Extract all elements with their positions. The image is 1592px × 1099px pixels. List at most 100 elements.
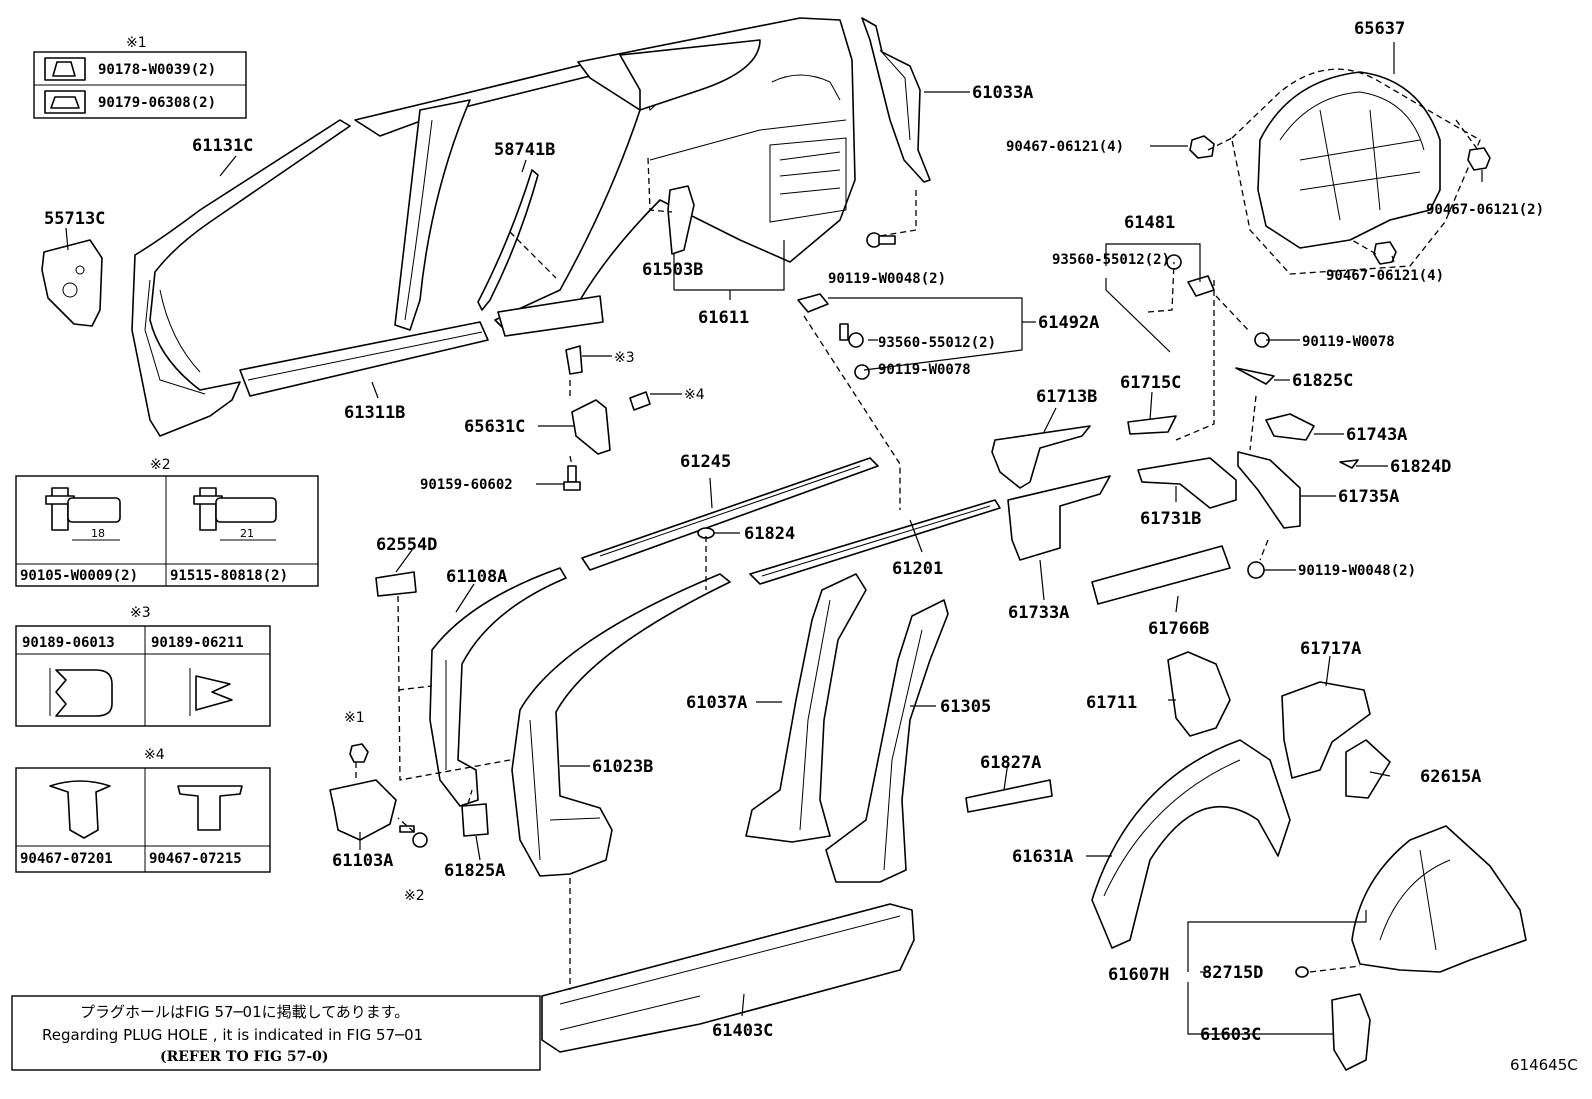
- label-61201: 61201: [892, 559, 943, 579]
- note-line-3: (REFER TO FIG 57-0): [160, 1049, 329, 1065]
- bolt-90119W0048-top: [866, 232, 896, 248]
- label-65637: 65637: [1354, 19, 1405, 39]
- legend-group-4: ※4 90467-07201 90467-07215: [15, 747, 271, 873]
- nut-icon: [44, 57, 86, 81]
- bolt-90119W0048-right: [1247, 561, 1265, 579]
- nut-flat-icon: [44, 90, 86, 114]
- label-61717A: 61717A: [1300, 639, 1361, 659]
- legend-2-dim-1: 18: [91, 527, 105, 540]
- label-65631C: 65631C: [464, 417, 525, 437]
- bolt-m2: [399, 825, 428, 848]
- pillar-outer-61108A: [429, 567, 567, 807]
- label-61715C: 61715C: [1120, 373, 1181, 393]
- push-clip-icon: [49, 780, 111, 839]
- label-90119W0078-right: 90119-W0078: [1302, 334, 1395, 350]
- legend-4-mark: ※4: [144, 747, 165, 763]
- legend-4-item-1: 90467-07201: [20, 851, 113, 867]
- nut-90467-right: [1467, 147, 1491, 171]
- label-61603C: 61603C: [1200, 1025, 1261, 1045]
- push-clip-t-icon: [177, 785, 243, 831]
- legend-3-mark: ※3: [130, 605, 151, 621]
- label-61311B: 61311B: [344, 403, 405, 423]
- bracket-61503B: [667, 185, 695, 255]
- label-90119W0078-mid: 90119-W0078: [878, 362, 971, 378]
- wheel-liner-65637: [1231, 68, 1481, 275]
- pillar-reinforcement-55713C: [41, 239, 103, 327]
- legend-group-2: ※2 18 21 90105-W0009(2) 91515-80818(2): [15, 457, 319, 587]
- label-61743A: 61743A: [1346, 425, 1407, 445]
- body-side-outer-panel: [131, 17, 856, 437]
- label-61305: 61305: [940, 697, 991, 717]
- label-61713B: 61713B: [1036, 387, 1097, 407]
- legend-2-dim-2: 21: [240, 527, 254, 540]
- rocker-inner-61403C: [541, 903, 915, 1053]
- bracket-61743A: [1265, 413, 1315, 441]
- roof-rail-61245: [581, 457, 879, 571]
- label-61245: 61245: [680, 452, 731, 472]
- bracket-61492A: [797, 293, 829, 313]
- legend-2-item-2: 91515-80818(2): [170, 568, 288, 584]
- label-93560-right: 93560-55012(2): [1052, 252, 1170, 268]
- figure-id: 614645C: [1510, 1056, 1578, 1074]
- pillar-inner-61023B: [511, 573, 731, 877]
- panel-61717A: [1281, 681, 1371, 779]
- patch-61824D: [1339, 459, 1359, 469]
- panel-61733A: [1007, 475, 1111, 561]
- label-61131C: 61131C: [192, 136, 253, 156]
- legend-1-item-2: 90179-06308(2): [98, 95, 216, 111]
- marker-m3: ※3: [614, 350, 635, 366]
- label-61403C: 61403C: [712, 1021, 773, 1041]
- legend-group-3: ※3 90189-06013 90189-06211: [15, 605, 271, 727]
- label-61827A: 61827A: [980, 753, 1041, 773]
- bracket-61481: [1187, 275, 1215, 297]
- label-61824: 61824: [744, 524, 795, 544]
- legend-2-mark: ※2: [150, 457, 171, 473]
- wheelhouse-outer-61631A: [1091, 739, 1291, 949]
- bracket-61711: [1167, 651, 1231, 737]
- label-61731B: 61731B: [1140, 509, 1201, 529]
- wheelhouse-inner-61607H: [1351, 825, 1527, 973]
- label-58741B: 58741B: [494, 140, 555, 160]
- legend-2-item-1: 90105-W0009(2): [20, 568, 138, 584]
- label-55713C: 55713C: [44, 209, 105, 229]
- nut-90467-left: [1189, 135, 1215, 159]
- leader-lines: [65, 42, 1483, 1035]
- pad-62554D: [375, 571, 417, 597]
- label-61825A: 61825A: [444, 861, 505, 881]
- label-61503B: 61503B: [642, 260, 703, 280]
- clip-m3: [565, 345, 583, 375]
- dashed-guides: [355, 119, 1479, 990]
- patch-61825C: [1235, 367, 1275, 385]
- label-61766B: 61766B: [1148, 619, 1209, 639]
- label-90159: 90159-60602: [420, 477, 513, 493]
- plug-hole-note: プラグホールはFIG 57─01に掲載してあります。 Regarding PLU…: [11, 995, 541, 1071]
- label-61103A: 61103A: [332, 851, 393, 871]
- label-62615A: 62615A: [1420, 767, 1481, 787]
- pad-61825A: [461, 803, 489, 837]
- label-61631A: 61631A: [1012, 847, 1073, 867]
- label-93560-mid: 93560-55012(2): [878, 335, 996, 351]
- label-61033A: 61033A: [972, 83, 1033, 103]
- nut-90467-bottom: [1373, 241, 1397, 265]
- plug-82715D: [1295, 966, 1309, 978]
- label-61825C: 61825C: [1292, 371, 1353, 391]
- label-82715D: 82715D: [1202, 963, 1263, 983]
- label-61711: 61711: [1086, 693, 1137, 713]
- bolt-93560-mid: [839, 323, 864, 348]
- clip-m4: [629, 391, 651, 411]
- pad-62615A: [1345, 739, 1391, 799]
- pillar-61305: [825, 599, 949, 883]
- label-61607H: 61607H: [1108, 965, 1169, 985]
- label-61492A: 61492A: [1038, 313, 1099, 333]
- label-61023B: 61023B: [592, 757, 653, 777]
- label-61735A: 61735A: [1338, 487, 1399, 507]
- legend-1-item-1: 90178-W0039(2): [98, 62, 216, 78]
- pillar-61037A: [745, 573, 867, 843]
- label-90467-left: 90467-06121(4): [1006, 139, 1124, 155]
- label-90119W0048-right: 90119-W0048(2): [1298, 563, 1416, 579]
- part-labels: 61131C 55713C 58741B 61311B 61503B 61611…: [44, 19, 1544, 1045]
- reinforcement-61713B: [991, 425, 1091, 489]
- label-90467-right: 90467-06121(2): [1426, 202, 1544, 218]
- note-line-1: プラグホールはFIG 57─01に掲載してあります。: [80, 1003, 409, 1021]
